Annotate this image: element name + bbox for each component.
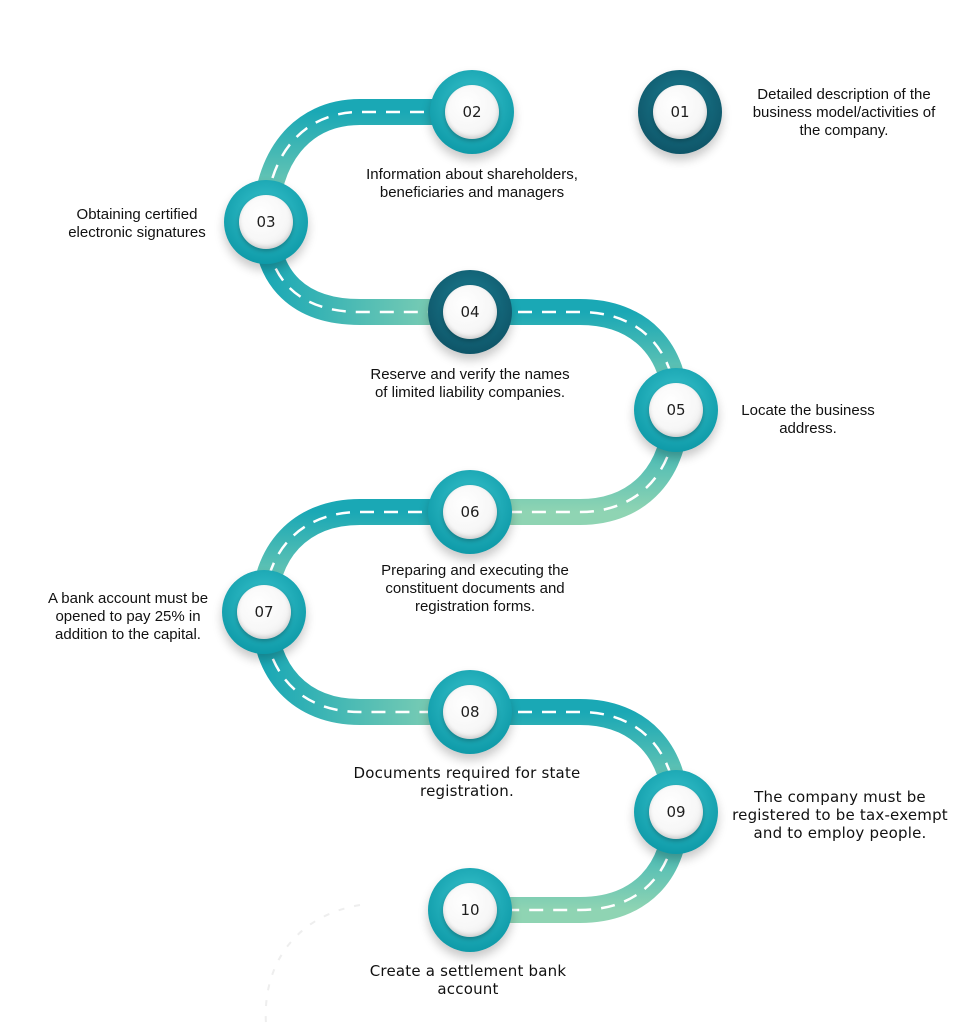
- step-number: 07: [254, 603, 274, 621]
- step-text-06: Preparing and executing the constituent …: [381, 562, 569, 615]
- step-node-04: 04: [428, 270, 512, 354]
- step-number: 02: [462, 103, 482, 121]
- step-text-03: Obtaining certified electronic signature…: [68, 206, 206, 241]
- step-node-05: 05: [634, 368, 718, 452]
- step-node-03: 03: [224, 180, 308, 264]
- step-number: 06: [460, 503, 480, 521]
- step-number: 03: [256, 213, 276, 231]
- step-number: 08: [460, 703, 480, 721]
- step-node-09: 09: [634, 770, 718, 854]
- step-node-10: 10: [428, 868, 512, 952]
- step-text-05: Locate the business address.: [741, 402, 875, 437]
- step-number: 05: [666, 401, 686, 419]
- step-number: 04: [460, 303, 480, 321]
- step-number: 01: [670, 103, 690, 121]
- step-number: 10: [460, 901, 480, 919]
- step-node-07: 07: [222, 570, 306, 654]
- step-node-06: 06: [428, 470, 512, 554]
- step-node-02: 02: [430, 70, 514, 154]
- step-text-10: Create a settlement bank account: [369, 962, 567, 998]
- step-number: 09: [666, 803, 686, 821]
- step-text-09: The company must be registered to be tax…: [732, 788, 948, 842]
- step-text-07: A bank account must be opened to pay 25%…: [47, 590, 209, 643]
- step-node-01: 01: [638, 70, 722, 154]
- step-text-08: Documents required for state registratio…: [353, 764, 581, 800]
- step-text-02: Information about shareholders, benefici…: [366, 166, 578, 201]
- step-node-08: 08: [428, 670, 512, 754]
- step-text-04: Reserve and verify the names of limited …: [370, 366, 570, 401]
- step-text-01: Detailed description of the business mod…: [752, 86, 936, 139]
